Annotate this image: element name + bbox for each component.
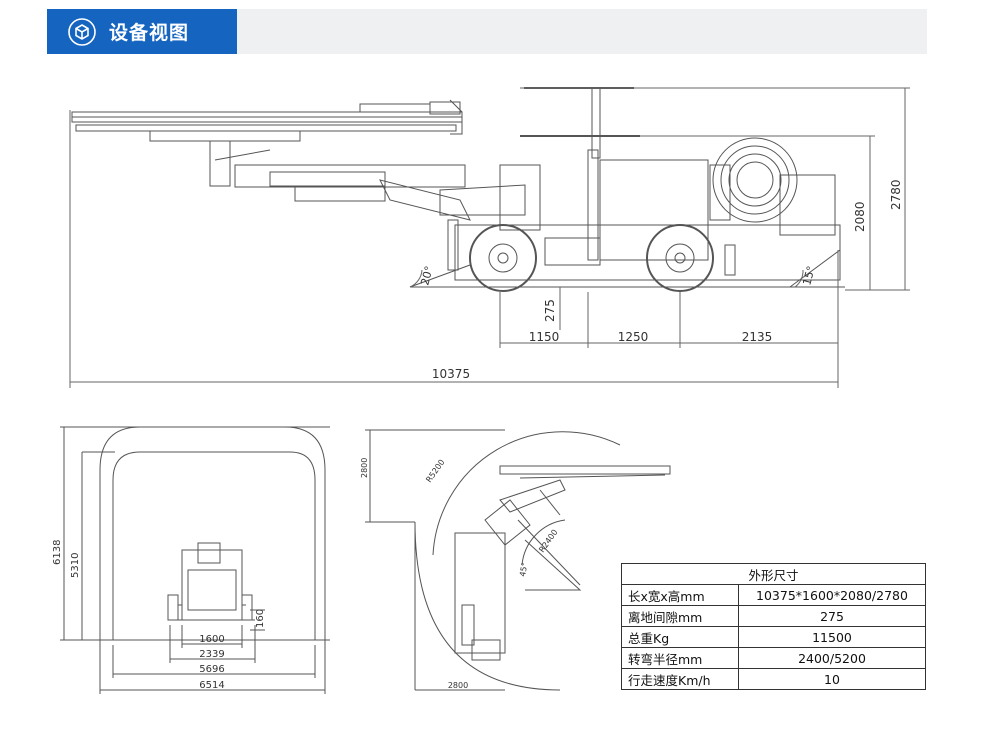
dim-turn-r5200: R5200 [424, 458, 446, 484]
table-row: 离地间隙mm 275 [621, 605, 926, 627]
dim-turn-2800-bottom: 2800 [448, 681, 468, 690]
dim-front-160: 160 [255, 609, 266, 628]
side-view-machine [71, 87, 845, 292]
table-row: 长x宽x高mm 10375*1600*2080/2780 [621, 584, 926, 606]
spec-value: 2400/5200 [738, 647, 926, 669]
dim-total-length: 10375 [432, 367, 470, 381]
spec-value: 10 [738, 668, 926, 690]
dim-front-2339: 2339 [199, 649, 224, 660]
spec-value: 10375*1600*2080/2780 [738, 584, 926, 606]
spec-table-title: 外形尺寸 [621, 563, 926, 585]
table-row: 转弯半径mm 2400/5200 [621, 647, 926, 669]
turn-view [365, 429, 671, 691]
dim-1150: 1150 [529, 330, 560, 344]
spec-value: 11500 [738, 626, 926, 648]
dim-front-6514: 6514 [199, 680, 224, 691]
dim-clearance: 275 [543, 299, 557, 322]
dim-front-1600: 1600 [199, 634, 224, 645]
spec-label: 总重Kg [621, 626, 739, 648]
spec-value: 275 [738, 605, 926, 627]
spec-label: 行走速度Km/h [621, 668, 739, 690]
page-title: 设备视图 [109, 22, 190, 44]
dim-front-5696: 5696 [199, 664, 224, 675]
cube-icon [68, 17, 96, 46]
dim-front-5310: 5310 [70, 553, 81, 578]
dim-turn-r2400: R2400 [537, 528, 559, 554]
dim-turn-2800-top: 2800 [360, 458, 369, 478]
spec-label: 转弯半径mm [621, 647, 739, 669]
spec-label: 离地间隙mm [621, 605, 739, 627]
dim-front-6138: 6138 [52, 540, 63, 565]
table-row: 总重Kg 11500 [621, 626, 926, 648]
dim-2135: 2135 [742, 330, 773, 344]
dim-height-high: 2780 [889, 179, 903, 210]
dim-1250: 1250 [618, 330, 649, 344]
side-view-dims [69, 87, 910, 388]
dim-angle-rear: 15° [800, 265, 818, 287]
dim-height-low: 2080 [853, 201, 867, 232]
header-tab: 设备视图 [47, 9, 237, 54]
front-view [60, 426, 330, 694]
spec-table-header: 外形尺寸 [621, 563, 926, 585]
dim-turn-angle: 45° [518, 562, 529, 578]
spec-label: 长x宽x高mm [621, 584, 739, 606]
dim-angle-front: 20° [418, 265, 436, 287]
spec-table: 外形尺寸 长x宽x高mm 10375*1600*2080/2780 离地间隙mm… [621, 563, 926, 690]
table-row: 行走速度Km/h 10 [621, 668, 926, 690]
